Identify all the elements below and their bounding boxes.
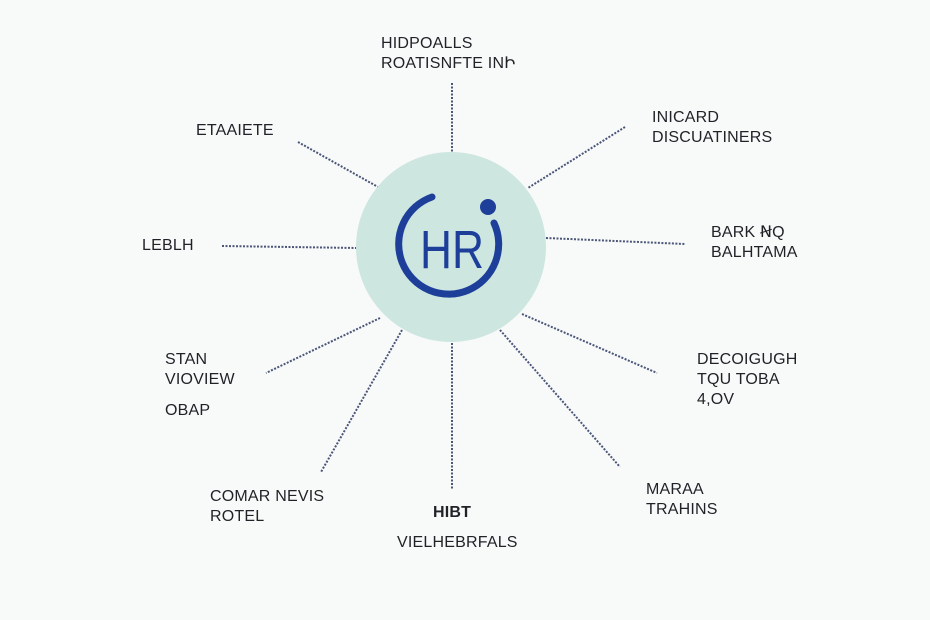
hub-logo-text: HR [420,220,484,280]
label-top-left: ETAAIETE [196,121,274,141]
label-bottom-right: MARAA TRAHINS [646,480,718,520]
spoke-right [545,237,686,245]
label-top-right-line-1: INICARD [652,109,720,126]
label-right-line-1: BARK ꞤQ [711,224,785,241]
label-left: LEBLH [142,236,194,256]
spoke-bottom-right [499,329,621,468]
label-bottom-center: VIELHEBRFALS [397,533,518,553]
label-bottom-center-line-1: VIELHEBRFALS [397,534,518,551]
label-mid-right-line-1: DECOIGUGH [697,351,798,368]
label-mid-left-line-1: STAN [165,351,208,368]
spoke-top-right [527,126,626,189]
label-top-right-line-2: DISCUATINERS [652,129,773,146]
label-top: HIDPOALLS ROATISNFTE INԻ [381,34,515,74]
label-top-line-1: HIDPOALLS [381,35,473,52]
hr-logo-icon: HR [395,193,503,298]
label-bottom-right-line-1: MARAA [646,481,704,498]
hub-circle [356,152,546,342]
label-right: BARK ꞤQ BALHTAMA [711,223,798,263]
spoke-mid-right [521,313,658,374]
spoke-bottom-left [320,329,403,473]
label-bottom-right-line-2: TRAHINS [646,501,718,518]
label-top-line-2: ROATISNFTE INԻ [381,55,516,72]
label-bottom-left-line-1: COMAR NEVIS [210,488,325,505]
label-right-line-2: BALHTAMA [711,244,798,261]
label-mid-left-line-2: VIOVIEW [165,371,235,388]
label-mid-left-extra: OBAP [165,401,210,421]
label-bottom-left: COMAR NEVIS ROTEL [210,487,324,527]
label-left-line-1: LEBLH [142,237,194,254]
label-bottom-center-title: HIBT [433,503,471,523]
label-top-right: INICARD DISCUATINERS [652,108,772,148]
label-bottom-left-line-2: ROTEL [210,508,265,525]
label-mid-left: STAN VIOVIEW [165,350,235,390]
label-mid-right-line-2: TQU TOBA [697,371,780,388]
label-mid-left-extra-line-1: OBAP [165,402,211,419]
spoke-mid-left [265,317,381,374]
label-mid-right-line-3: 4,OV [697,391,735,408]
label-top-left-line-1: ETAAIETE [196,122,274,139]
spoke-top-left [297,141,379,188]
label-bottom-center-title-line-1: HIBT [433,504,472,521]
label-mid-right: DECOIGUGH TQU TOBA 4,OV [697,350,797,410]
spoke-left [221,245,358,249]
